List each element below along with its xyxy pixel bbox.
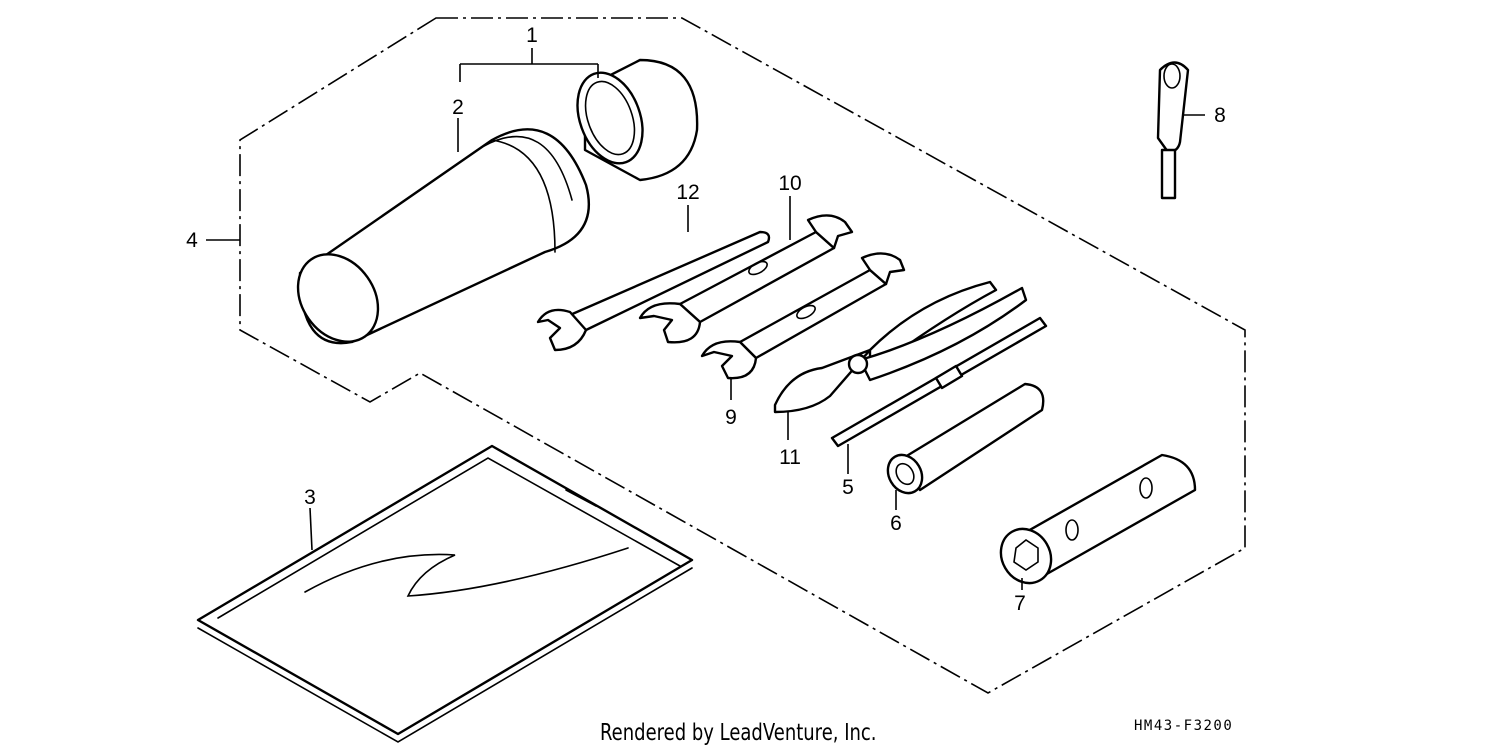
callout-12: 12 (676, 181, 699, 204)
callout-3: 3 (304, 486, 316, 509)
callout-4: 4 (186, 229, 198, 252)
callout-10: 10 (778, 172, 801, 195)
callout-8: 8 (1214, 104, 1226, 127)
wrench-10[interactable] (638, 214, 854, 344)
callout-6: 6 (890, 512, 902, 535)
wrench-9[interactable] (700, 252, 906, 380)
tool-case[interactable] (282, 128, 591, 357)
callout-1: 1 (526, 24, 538, 47)
tool-case-cap[interactable] (566, 58, 699, 182)
callout-2: 2 (452, 96, 464, 119)
tool-kit-assembly-outline (239, 17, 1246, 694)
credit-text: Rendered by LeadVenture, Inc. (600, 719, 877, 746)
spark-plug-socket-handle[interactable] (881, 382, 1045, 499)
callout-9: 9 (725, 406, 737, 429)
wrench-12[interactable] (536, 230, 771, 352)
screwdriver-bit[interactable] (830, 316, 1048, 448)
owners-manual-envelope[interactable] (196, 444, 694, 743)
callout-7: 7 (1014, 592, 1026, 615)
leader-lines (206, 48, 1205, 590)
diagram-code: HM43-F3200 (1134, 718, 1233, 734)
screwdriver-grip[interactable] (1156, 61, 1190, 200)
callout-5: 5 (842, 476, 854, 499)
plug-wrench[interactable] (991, 453, 1197, 592)
pliers[interactable] (773, 280, 1028, 414)
callout-11: 11 (779, 446, 801, 469)
